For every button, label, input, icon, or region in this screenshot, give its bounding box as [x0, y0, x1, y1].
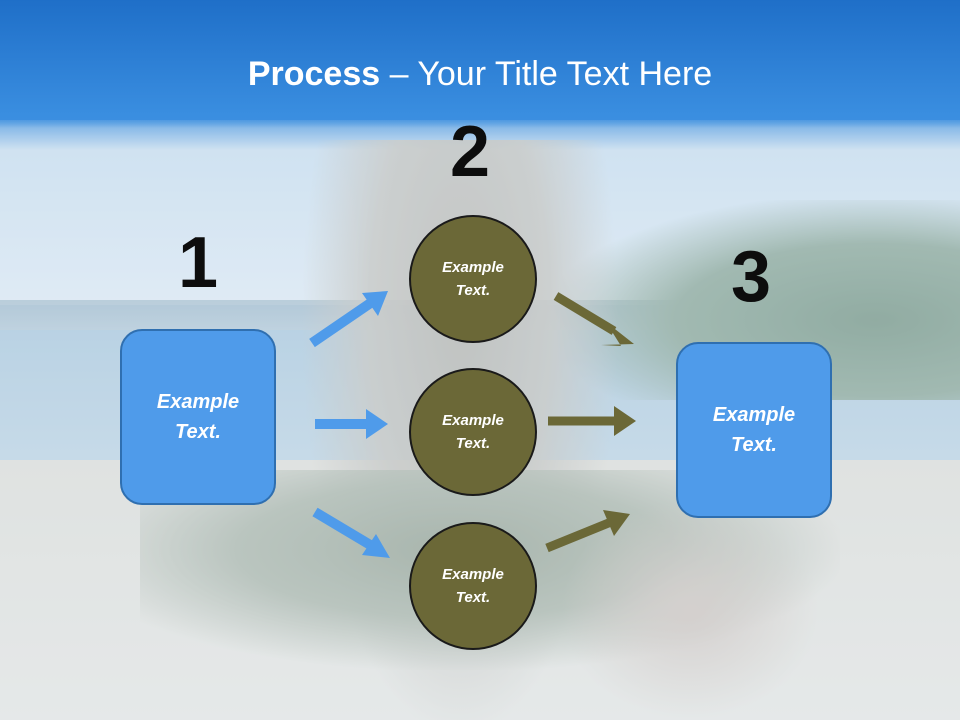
- step-2-circle-top: Example Text.: [409, 215, 537, 343]
- step-2-circle-middle: Example Text.: [409, 368, 537, 496]
- step-1-box: Example Text.: [120, 329, 276, 505]
- title-rest: – Your Title Text Here: [380, 55, 713, 93]
- step-3-box: Example Text.: [676, 342, 832, 518]
- title-bold: Process: [247, 55, 381, 93]
- step-number-1: 1: [178, 223, 219, 303]
- step-number-3: 3: [731, 237, 772, 317]
- title-band: [0, 0, 960, 128]
- step-2-circle-bottom: Example Text.: [409, 522, 537, 650]
- step-number-2: 2: [450, 112, 491, 192]
- slide-title: Process – Your Title Text Here: [0, 52, 960, 96]
